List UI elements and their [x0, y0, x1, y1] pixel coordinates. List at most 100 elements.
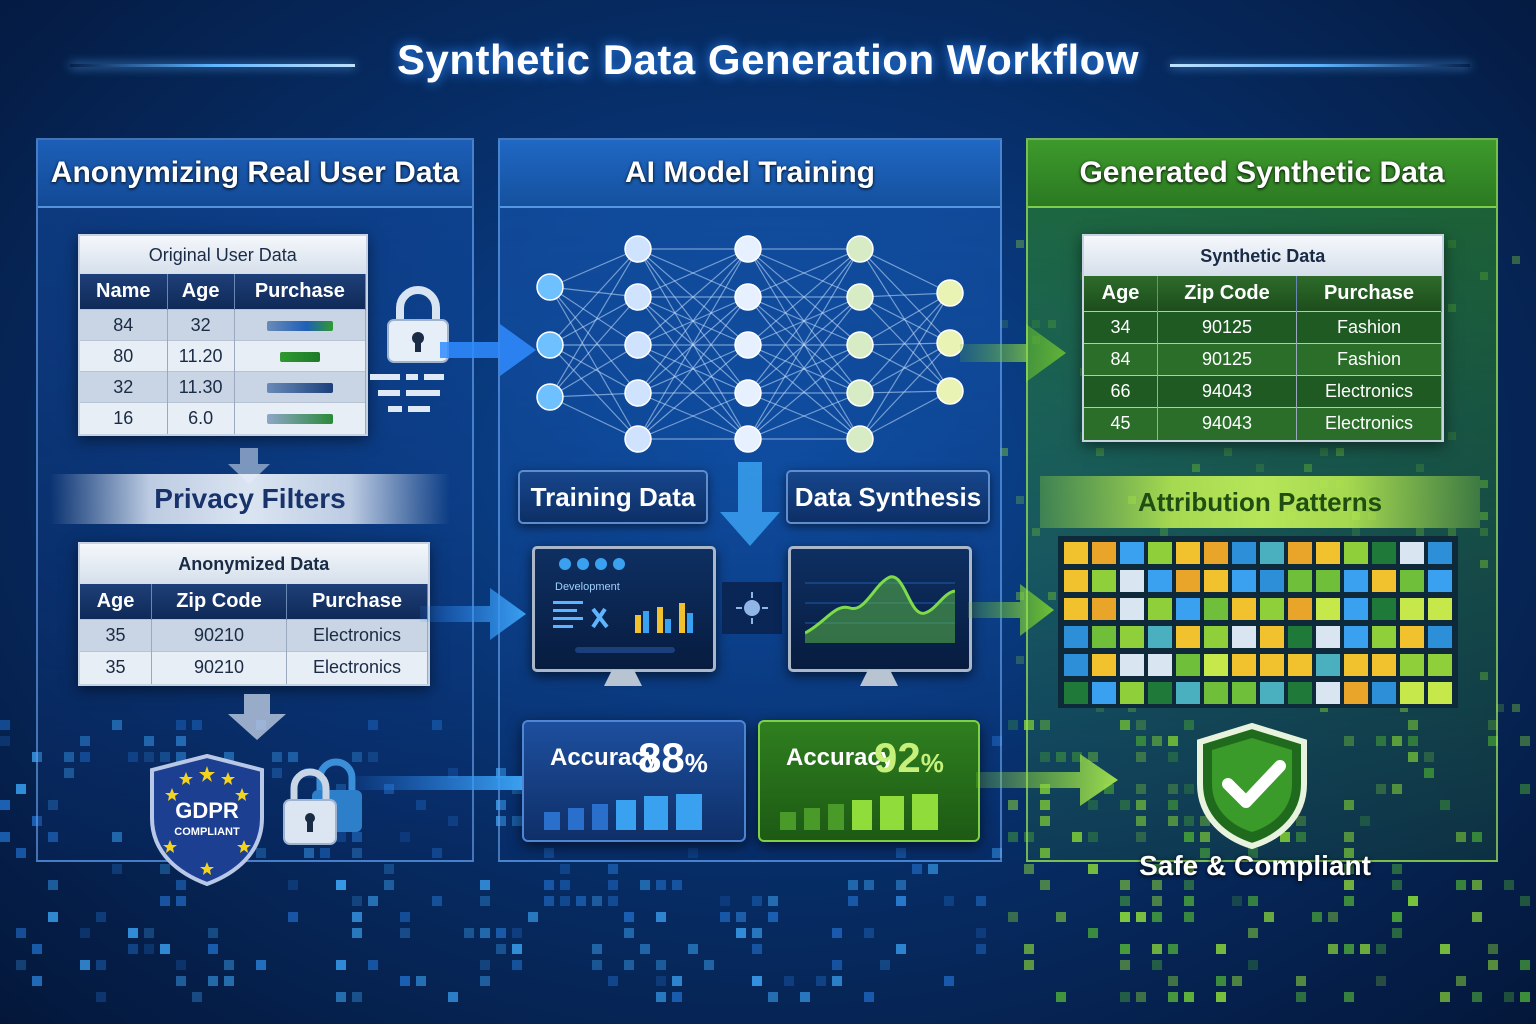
- table-cell: Electronics: [1296, 375, 1443, 408]
- pixel-square: [1088, 864, 1098, 874]
- heatmap-cell: [1288, 542, 1312, 564]
- pixel-square: [1504, 880, 1514, 890]
- network-node: [536, 331, 564, 359]
- pixel-square: [848, 896, 858, 906]
- heatmap-cell: [1344, 570, 1368, 592]
- accuracy-value: 92%: [874, 734, 944, 782]
- heatmap-cell: [1288, 682, 1312, 704]
- pixel-square: [1328, 912, 1338, 922]
- table-cell: Fashion: [1296, 311, 1443, 344]
- network-edge: [747, 248, 861, 440]
- check-shield-icon: [1197, 722, 1307, 850]
- table-cell: Electronics: [286, 651, 428, 684]
- heatmap-cell: [1400, 598, 1424, 620]
- network-edge: [637, 296, 749, 440]
- table-cell: 90125: [1157, 343, 1297, 376]
- pixel-square: [928, 864, 938, 874]
- column-header: Age: [1084, 276, 1159, 312]
- pixel-square: [816, 976, 826, 986]
- pixel-square: [48, 880, 58, 890]
- heatmap-cell: [1288, 570, 1312, 592]
- pixel-square: [480, 880, 490, 890]
- pixel-square: [1152, 960, 1162, 970]
- pixel-square: [656, 912, 666, 922]
- pixel-square: [32, 976, 42, 986]
- table-row: 34 90125 Fashion: [1084, 311, 1443, 344]
- heatmap-cell: [1316, 682, 1340, 704]
- heatmap-cell: [1120, 654, 1144, 676]
- heatmap-cell: [1428, 542, 1452, 564]
- table-cell: Electronics: [286, 619, 428, 652]
- pixel-square: [1120, 944, 1130, 954]
- network-edge: [747, 344, 861, 394]
- column-header: Age: [80, 584, 152, 620]
- heatmap-cell: [1344, 682, 1368, 704]
- pixel-square: [592, 944, 602, 954]
- pixel-square: [48, 880, 58, 890]
- pixel-square: [1056, 992, 1066, 1002]
- pixel-square: [176, 896, 186, 906]
- pixel-square: [352, 992, 362, 1002]
- pixel-square: [608, 896, 618, 906]
- pixel-square: [544, 896, 554, 906]
- pixel-square: [640, 880, 650, 890]
- heatmap-cell: [1316, 570, 1340, 592]
- heatmap-cell: [1232, 626, 1256, 648]
- pixel-square: [1520, 992, 1530, 1002]
- pixel-square: [848, 880, 858, 890]
- purchase-bar-cell: [234, 340, 367, 372]
- pixel-square: [0, 720, 10, 730]
- network-edge: [549, 344, 639, 440]
- heatmap-cell: [1092, 626, 1116, 648]
- network-node: [734, 379, 762, 407]
- heatmap-cell: [1428, 598, 1452, 620]
- pixel-square: [1120, 912, 1130, 922]
- heatmap-cell: [1344, 626, 1368, 648]
- pixel-square: [704, 960, 714, 970]
- pixel-square: [1184, 864, 1194, 874]
- network-edge: [637, 344, 749, 394]
- table-caption: Original User Data: [80, 236, 366, 274]
- accuracy-unit: %: [684, 748, 708, 778]
- network-edge: [747, 248, 861, 394]
- pixel-square: [80, 928, 90, 938]
- network-edge: [549, 296, 639, 398]
- pixel-square: [1152, 864, 1162, 874]
- lock-icon: [387, 286, 449, 363]
- pixel-square: [896, 896, 906, 906]
- heatmap-cell: [1120, 682, 1144, 704]
- pixel-square: [656, 880, 666, 890]
- title-rule-left: [70, 64, 355, 67]
- heatmap-cell: [1344, 542, 1368, 564]
- pixel-square: [16, 848, 26, 858]
- network-node: [846, 283, 874, 311]
- arrow-down-icon: [228, 694, 286, 740]
- heatmap-cell: [1176, 654, 1200, 676]
- pixel-square: [1520, 784, 1530, 794]
- pixel-square: [1392, 880, 1402, 890]
- network-node: [846, 379, 874, 407]
- heatmap-cell: [1344, 598, 1368, 620]
- pixel-square: [560, 880, 570, 890]
- data-stream-icon: [370, 374, 444, 412]
- pixel-square: [1512, 704, 1520, 712]
- pixel-square: [352, 896, 362, 906]
- pixel-square: [176, 880, 186, 890]
- heatmap-cell: [1372, 682, 1396, 704]
- pixel-square: [1024, 960, 1034, 970]
- accuracy-bars-icon: [780, 794, 938, 830]
- anonymized-data-table: Anonymized Data Age Zip Code Purchase 35…: [78, 542, 430, 686]
- pixel-square: [80, 960, 90, 970]
- pixel-square: [1440, 944, 1450, 954]
- network-edge: [747, 296, 861, 440]
- pixel-square: [1344, 880, 1354, 890]
- monitor-chart-icon: [553, 601, 693, 633]
- pixel-square: [1088, 928, 1098, 938]
- heatmap-cell: [1204, 654, 1228, 676]
- heatmap-cell: [1260, 626, 1284, 648]
- network-edge: [859, 248, 951, 344]
- network-edge: [859, 390, 951, 394]
- pixel-square: [752, 944, 762, 954]
- pixel-square: [752, 976, 762, 986]
- heatmap-cell: [1372, 598, 1396, 620]
